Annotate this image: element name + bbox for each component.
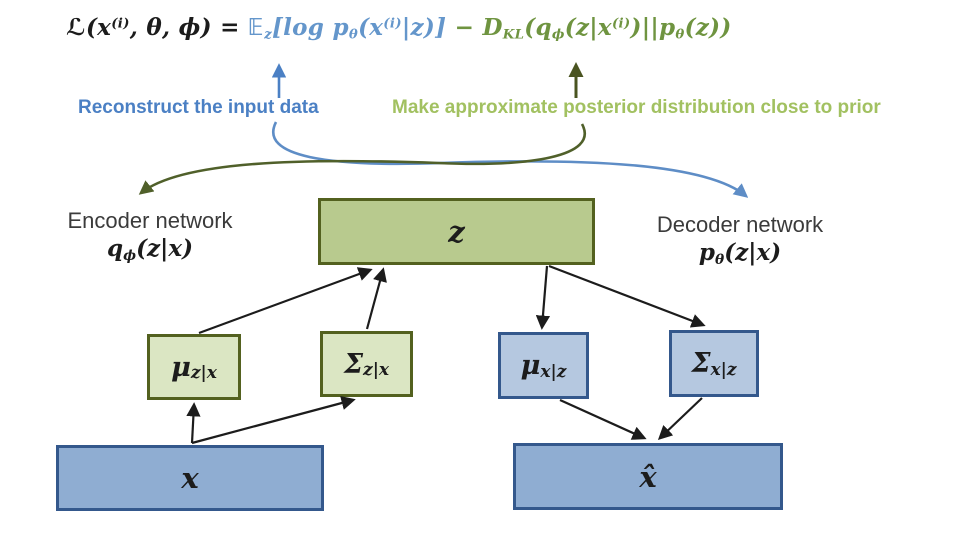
arrow-z-to-mu-dec bbox=[535, 265, 551, 330]
arrow-sigma-enc-to-z bbox=[365, 267, 387, 330]
output-xhat-box: x̂ bbox=[513, 443, 783, 510]
formula-segment: − D bbox=[446, 14, 503, 41]
decoder-distribution: pθ(z|x) bbox=[630, 239, 850, 269]
formula-segment: [log p bbox=[271, 14, 349, 41]
formula-segment: KL bbox=[502, 26, 525, 43]
formula-segment: (i) bbox=[111, 15, 130, 32]
formula-segment: |z)] bbox=[401, 14, 447, 41]
formula-segment: (i) bbox=[383, 15, 402, 32]
decoder-mu-subscript: x|z bbox=[540, 361, 567, 382]
formula-segment: (x bbox=[358, 14, 384, 41]
decoder-sigma-symbol: Σ bbox=[691, 348, 711, 379]
annotation-kl-prior: Make approximate posterior distribution … bbox=[392, 97, 881, 118]
encoder-distribution: qϕ(z|x) bbox=[40, 235, 260, 265]
decoder-dist-subscript: θ bbox=[714, 251, 725, 268]
input-x-box: x bbox=[56, 445, 324, 511]
decoder-dist-args: (z|x) bbox=[724, 238, 782, 266]
decoder-title: Decoder network bbox=[656, 212, 824, 237]
formula-segment: (z)) bbox=[684, 14, 732, 41]
arrow-x-to-mu-enc bbox=[186, 402, 201, 444]
latent-z-label: z bbox=[448, 214, 465, 249]
formula-segment: , θ, ϕ) = bbox=[129, 14, 248, 41]
encoder-sigma-subscript: z|x bbox=[363, 360, 390, 380]
encoder-title: Encoder network bbox=[67, 208, 233, 233]
formula-segment: ϕ bbox=[551, 26, 565, 43]
latent-z-box: z bbox=[318, 198, 595, 265]
annotation-reconstruct: Reconstruct the input data bbox=[78, 97, 319, 118]
formula-segment: θ bbox=[675, 26, 685, 43]
formula-segment: θ bbox=[348, 26, 359, 43]
decoder-dist-symbol: p bbox=[698, 238, 715, 266]
formula-segment: )||p bbox=[630, 14, 676, 41]
formula-segment: (i) bbox=[611, 15, 631, 32]
input-x-label: x bbox=[181, 461, 199, 495]
output-xhat-label: x̂ bbox=[639, 459, 657, 494]
formula-segment: (z|x bbox=[564, 14, 612, 41]
arrow-mu-enc-to-z bbox=[198, 267, 373, 335]
arrow-sigma-dec-to-xhat bbox=[657, 397, 703, 440]
loss-formula: ℒ(x(i), θ, ϕ) = 𝔼z[log pθ(x(i)|z)] − DKL… bbox=[66, 14, 732, 43]
formula-segment: 𝔼 bbox=[247, 14, 265, 41]
decoder-sigma-subscript: x|z bbox=[710, 359, 737, 380]
encoder-dist-args: (z|x) bbox=[136, 234, 193, 262]
arrow-mu-dec-to-xhat bbox=[559, 398, 647, 440]
curve-kl-to-encoder bbox=[138, 123, 586, 195]
encoder-mu-symbol: μ bbox=[171, 351, 191, 383]
encoder-mu-subscript: z|x bbox=[190, 363, 217, 383]
curve-reconstruct-to-decoder bbox=[272, 121, 749, 198]
formula-segment: z bbox=[264, 26, 272, 43]
arrow-x-to-sigma-enc bbox=[191, 396, 356, 445]
formula-segment: ℒ(x bbox=[66, 14, 112, 41]
formula-segment: (q bbox=[524, 14, 552, 41]
encoder-sigma-symbol: Σ bbox=[343, 348, 364, 380]
decoder-mu-symbol: μ bbox=[520, 350, 541, 381]
arrow-z-to-sigma-dec bbox=[548, 264, 706, 328]
encoder-dist-subscript: ϕ bbox=[123, 247, 137, 264]
encoder-label: Encoder network qϕ(z|x) bbox=[40, 207, 260, 265]
decoder-label: Decoder network pθ(z|x) bbox=[630, 211, 850, 269]
encoder-dist-symbol: q bbox=[107, 234, 124, 262]
